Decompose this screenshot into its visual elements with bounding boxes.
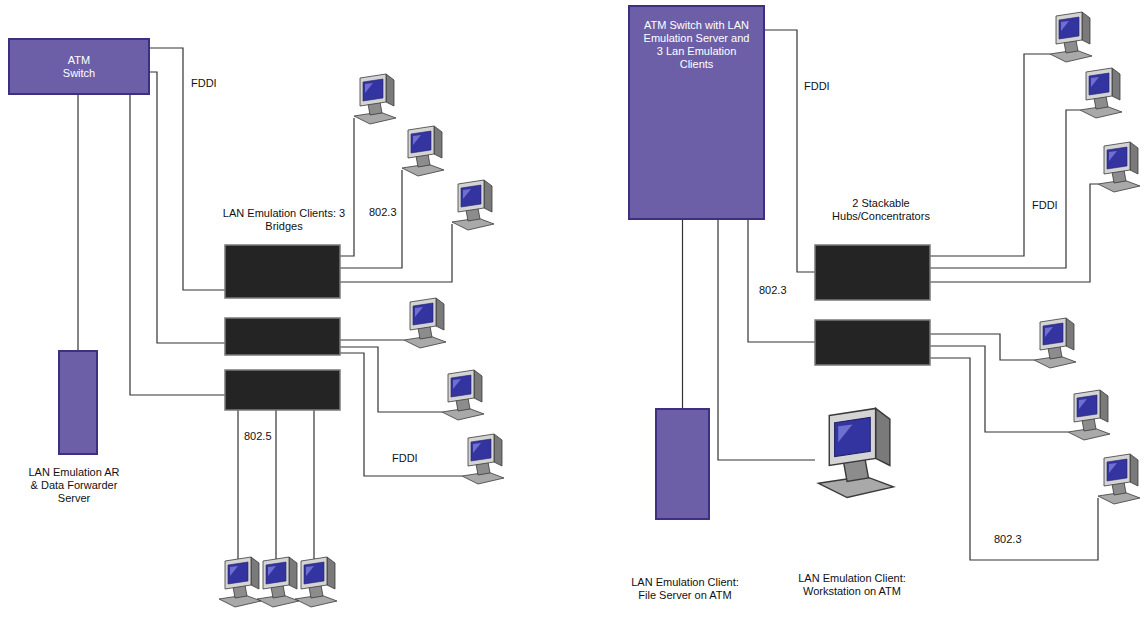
pc-icon: [1080, 68, 1122, 118]
pc-icon: [442, 370, 484, 420]
link-type-label: FDDI: [391, 452, 419, 465]
connector-line: [718, 220, 815, 460]
text-block: LAN Emulation Client: File Server on ATM: [625, 576, 745, 602]
pc-icon: [462, 434, 504, 484]
lan-wire: [930, 54, 1050, 256]
lan-wire: [313, 410, 314, 559]
link-type-label: FDDI: [1031, 199, 1059, 212]
connector-line: [77, 95, 78, 350]
group-label: 2 Stackable Hubs/Concentrators: [825, 197, 937, 223]
lan-wire: [340, 339, 404, 340]
link-type-label: 802.3: [993, 533, 1023, 546]
fddi-wire: [150, 72, 225, 343]
server-node: LAN Emulation AR & Data Forwarder Server: [16, 350, 132, 507]
pc-icon: [1098, 454, 1140, 504]
workstation-icon: [815, 398, 897, 508]
pc-icon: [452, 180, 494, 230]
link-type-label: FDDI: [190, 77, 218, 90]
lan-wire: [340, 224, 452, 282]
file-server-node: LAN Emulation Client: File Server on ATM: [614, 408, 756, 604]
lan-wire: [340, 353, 462, 476]
server-box: [655, 408, 710, 520]
lan-wire: [930, 184, 1098, 282]
link-type-label: 802.3: [368, 206, 398, 219]
bridge-box: [225, 245, 340, 298]
lan-wire: [237, 410, 238, 559]
pc-icon: [1068, 390, 1110, 440]
node-text: LAN Emulation Client: File Server on ATM: [625, 576, 745, 602]
lan-wire: [340, 347, 442, 412]
link-type-label: 802.5: [243, 430, 273, 443]
lan-wire: [930, 358, 1098, 560]
lan-wire: [930, 110, 1080, 268]
server-box: [58, 350, 98, 455]
node-text: LAN Emulation AR & Data Forwarder Server: [24, 466, 124, 505]
fddi-wire: [130, 95, 225, 395]
pc-icon: [1098, 142, 1140, 192]
group-label: LAN Emulation Clients: 3 Bridges: [218, 207, 350, 233]
fddi-wire: [150, 48, 225, 290]
text-block: ATM Switch with LAN Emulation Server and…: [641, 19, 753, 71]
pc-icon: [404, 298, 446, 348]
text-block: LAN Emulation AR & Data Forwarder Server: [24, 466, 124, 505]
pc-icon: [1034, 318, 1076, 368]
ethernet-wire: [748, 220, 815, 342]
pc-icon: [219, 557, 261, 607]
bridge-box: [225, 370, 340, 410]
workstation-node: LAN Emulation Client: Workstation on ATM: [762, 398, 942, 600]
text-block: ATM Switch: [54, 54, 104, 80]
pc-icon: [295, 557, 337, 607]
link-type-label: 802.3: [758, 284, 788, 297]
connector-line: [682, 220, 683, 408]
node-text: LAN Emulation Client: Workstation on ATM: [792, 572, 912, 598]
node-text: ATM Switch: [54, 54, 104, 80]
text-block: LAN Emulation Client: Workstation on ATM: [792, 572, 912, 598]
pc-icon: [402, 126, 444, 176]
hub-box: [815, 320, 930, 365]
pc-icon: [257, 557, 299, 607]
lan-wire: [275, 410, 276, 559]
bridge-box: [225, 318, 340, 355]
lan-wire: [340, 118, 354, 256]
lan-wire: [930, 334, 1034, 360]
pc-icon: [1050, 12, 1092, 62]
fddi-wire: [765, 30, 815, 272]
node-text: ATM Switch with LAN Emulation Server and…: [641, 19, 753, 71]
atm-switch-box: ATM Switch with LAN Emulation Server and…: [628, 5, 765, 220]
atm-switch-box: ATM Switch: [8, 38, 150, 95]
hub-box: [815, 245, 930, 300]
link-type-label: FDDI: [803, 80, 831, 93]
pc-icon: [819, 408, 894, 497]
pc-icon: [354, 74, 396, 124]
